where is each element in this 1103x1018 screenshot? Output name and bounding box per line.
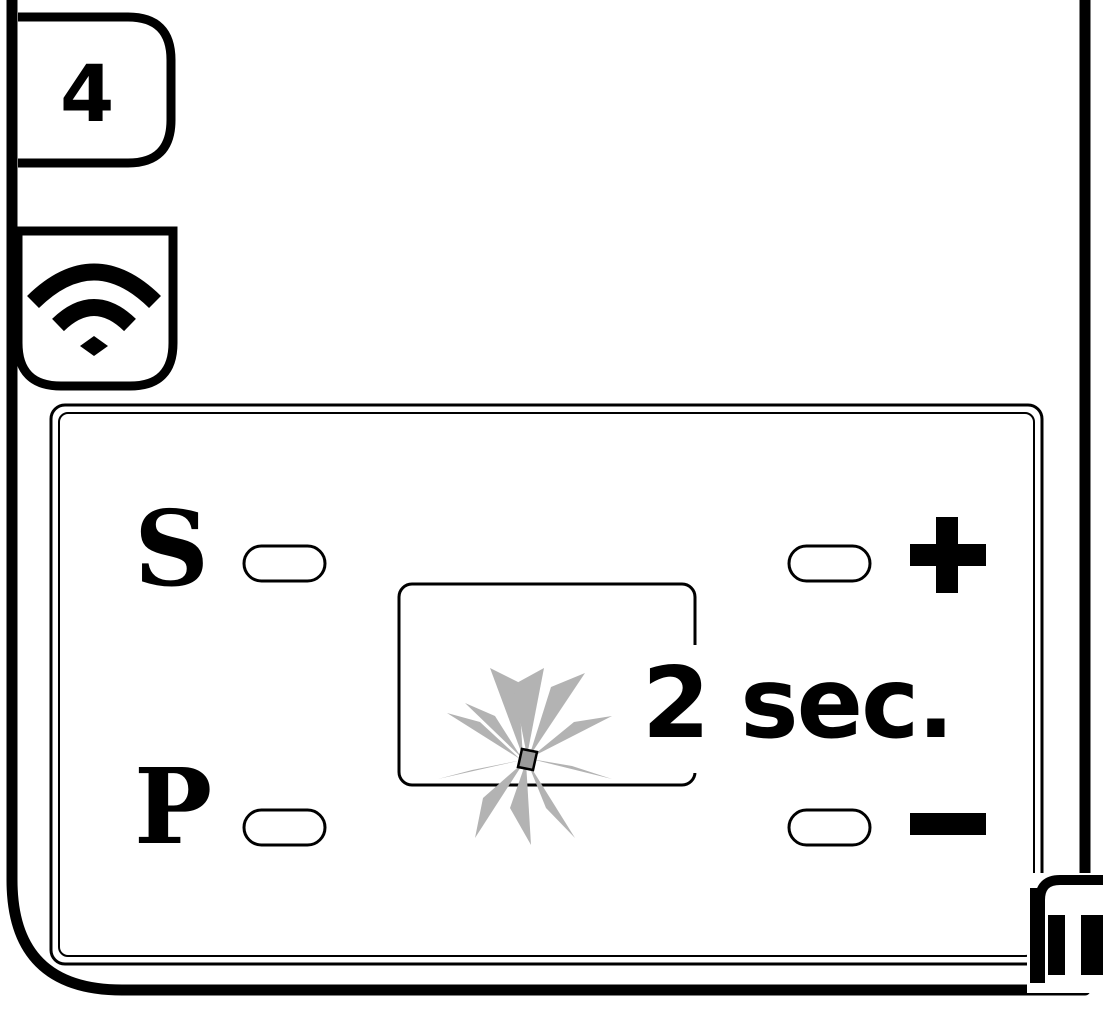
wifi-icon xyxy=(27,263,161,356)
control-panel-outer xyxy=(49,403,1044,966)
duration-label-backdrop xyxy=(640,645,940,773)
s-button[interactable] xyxy=(242,544,327,583)
wifi-dot xyxy=(80,336,108,356)
step-number: 4 xyxy=(60,50,115,140)
minus-button[interactable] xyxy=(787,808,872,847)
plus-button[interactable] xyxy=(787,544,872,583)
led-rays xyxy=(438,668,612,845)
device-frame xyxy=(6,0,1091,996)
control-panel-inner xyxy=(58,412,1035,957)
hand-edge-graphic xyxy=(1027,873,1103,993)
p-button[interactable] xyxy=(242,808,327,847)
wifi-outer-arc xyxy=(27,263,161,309)
blinking-led-icon xyxy=(438,668,612,845)
step-number-tab xyxy=(18,12,176,168)
p-key-label: P xyxy=(134,745,213,868)
minus-icon xyxy=(910,813,986,835)
s-key-label: S xyxy=(134,487,210,610)
led-light xyxy=(516,747,539,772)
plus-icon xyxy=(910,517,986,593)
hold-duration-label: 2 sec. xyxy=(642,647,954,761)
wifi-inner-arc xyxy=(52,299,136,332)
